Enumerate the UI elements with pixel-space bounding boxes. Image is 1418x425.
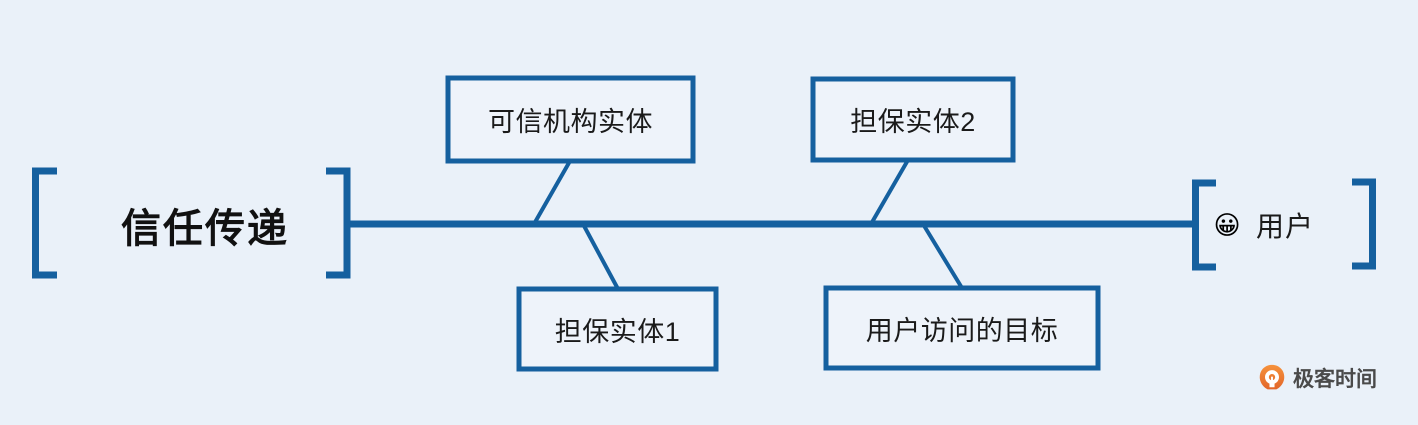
fishbone-tail-group: 😀 用户	[1212, 195, 1314, 255]
brand-name-label: 极客时间	[1293, 368, 1377, 391]
branch-box-guarantee-entity-2[interactable]	[810, 76, 1016, 163]
branch-box-trusted-institution-entity[interactable]	[445, 75, 696, 164]
fishbone-head-label: 信任传递	[121, 207, 289, 251]
connector-guarantee-entity-1	[581, 223, 620, 290]
tail-bracket-close	[1352, 178, 1376, 270]
fishbone-tail-label: 用户	[1256, 211, 1315, 242]
head-bracket-open	[32, 167, 57, 279]
connector-trusted-institution-entity	[532, 160, 572, 225]
branch-box-user-access-target[interactable]	[823, 285, 1101, 371]
connector-guarantee-entity-2	[869, 158, 910, 226]
grinning-face-emoji-icon: 😀	[1213, 210, 1241, 240]
tail-bracket-open	[1192, 179, 1216, 271]
branch-box-guarantee-entity-1[interactable]	[516, 286, 719, 372]
connector-user-access-target	[921, 222, 964, 290]
head-bracket-close	[326, 167, 351, 279]
geektime-logo-icon	[1259, 364, 1285, 390]
brand-watermark: 极客时间	[1258, 363, 1377, 393]
